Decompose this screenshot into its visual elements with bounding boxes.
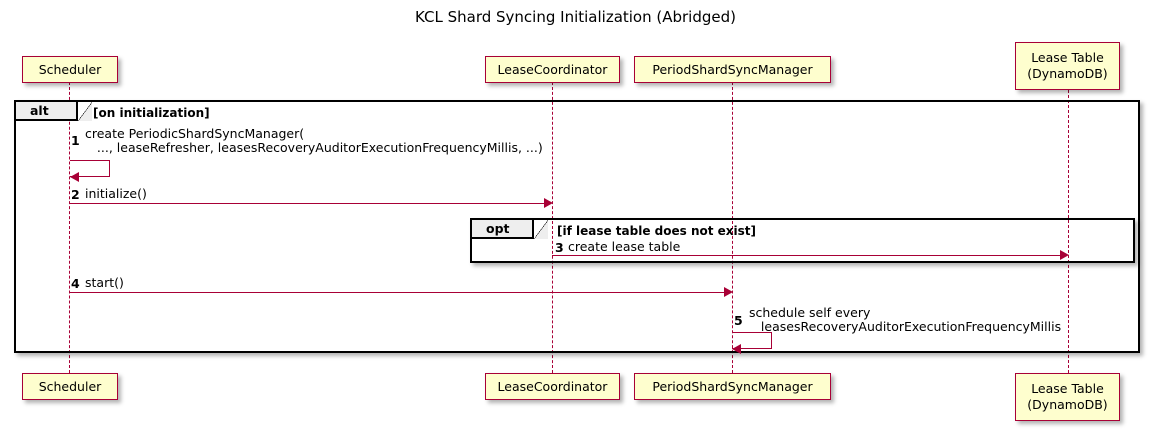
opt-frame-tab-notch-edge xyxy=(534,220,548,239)
participant-lease-table-bottom[interactable]: Lease Table (DynamoDB) xyxy=(1015,373,1120,421)
participant-label: Lease Table (DynamoDB) xyxy=(1027,50,1108,81)
message-2-line xyxy=(69,203,544,204)
message-5-label: schedule self every leasesRecoveryAudito… xyxy=(749,305,1062,334)
lifeline-lease-table xyxy=(1068,90,1069,373)
lifeline-scheduler xyxy=(69,82,70,373)
message-4-line xyxy=(69,292,724,293)
alt-frame-operator: alt xyxy=(30,103,49,118)
message-2-seq: 2 xyxy=(71,187,80,202)
participant-label: Scheduler xyxy=(38,61,102,77)
participant-lease-coordinator-bottom[interactable]: LeaseCoordinator xyxy=(485,373,620,400)
lifeline-period-shard-sync-manager xyxy=(732,82,733,373)
message-4-label: start() xyxy=(85,275,124,290)
message-4-arrowhead xyxy=(724,287,733,297)
participant-label: PeriodShardSyncManager xyxy=(652,61,813,77)
participant-lease-table-top[interactable]: Lease Table (DynamoDB) xyxy=(1015,42,1120,90)
opt-frame xyxy=(470,218,1135,263)
opt-frame-operator: opt xyxy=(486,221,510,236)
message-3-label: create lease table xyxy=(568,239,681,254)
participant-period-shard-sync-manager-bottom[interactable]: PeriodShardSyncManager xyxy=(634,373,831,400)
message-1-seq: 1 xyxy=(71,133,80,148)
alt-frame xyxy=(14,100,1140,353)
participant-scheduler-bottom[interactable]: Scheduler xyxy=(22,373,118,400)
message-2-arrowhead xyxy=(544,198,553,208)
message-1-label: create PeriodicShardSyncManager( ..., le… xyxy=(85,126,543,155)
message-2-label: initialize() xyxy=(85,186,147,201)
participant-label: Lease Table (DynamoDB) xyxy=(1027,381,1108,412)
message-5-arrowhead xyxy=(732,344,741,354)
participant-label: Scheduler xyxy=(38,378,102,394)
participant-label: PeriodShardSyncManager xyxy=(652,378,813,394)
lifeline-lease-coordinator xyxy=(552,82,553,373)
participant-period-shard-sync-manager-top[interactable]: PeriodShardSyncManager xyxy=(634,56,831,83)
message-5-self-loop xyxy=(732,332,772,349)
message-1-self-loop xyxy=(70,160,110,177)
participant-lease-coordinator-top[interactable]: LeaseCoordinator xyxy=(485,56,620,83)
opt-frame-guard: [if lease table does not exist] xyxy=(557,224,757,238)
message-5-seq: 5 xyxy=(734,313,743,328)
alt-frame-guard: [on initialization] xyxy=(93,106,210,120)
alt-frame-tab: alt xyxy=(16,102,78,121)
message-4-seq: 4 xyxy=(71,276,80,291)
participant-scheduler-top[interactable]: Scheduler xyxy=(22,56,118,83)
alt-frame-tab-notch-edge xyxy=(78,102,92,121)
opt-frame-tab: opt xyxy=(472,220,534,239)
message-3-arrowhead xyxy=(1060,250,1069,260)
message-3-line xyxy=(552,255,1061,256)
message-1-arrowhead xyxy=(70,172,79,182)
participant-label: LeaseCoordinator xyxy=(497,61,608,77)
message-3-seq: 3 xyxy=(555,240,564,255)
page-title: KCL Shard Syncing Initialization (Abridg… xyxy=(415,8,736,26)
participant-label: LeaseCoordinator xyxy=(497,378,608,394)
